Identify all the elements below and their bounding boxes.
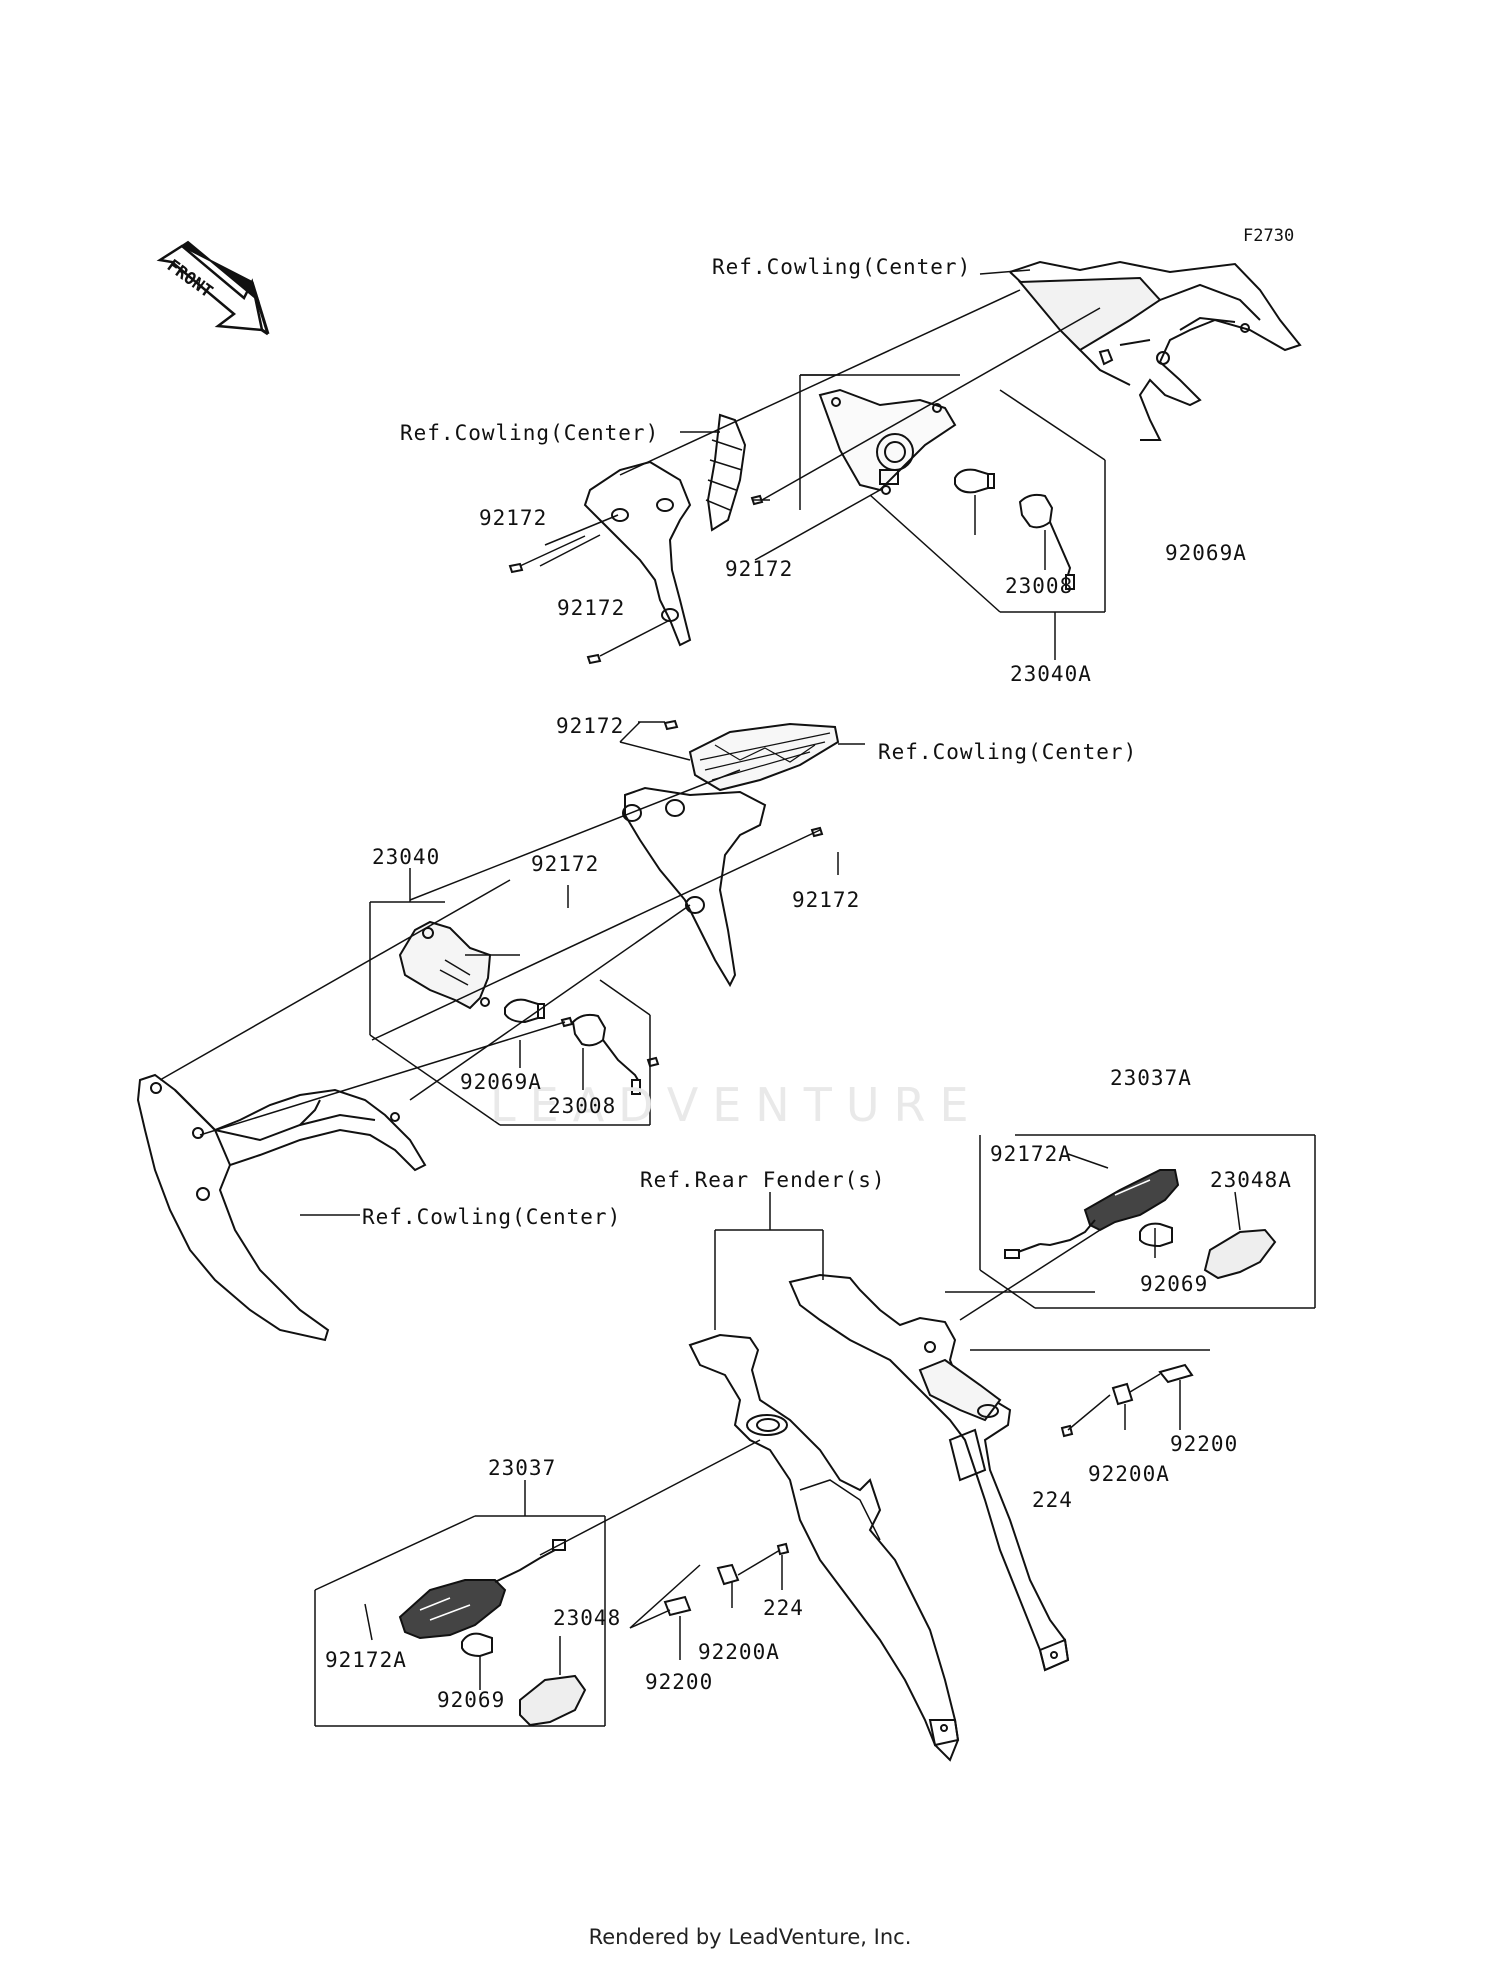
watermark: LEADVENTURE: [490, 1078, 983, 1132]
rear-fender-left: [688, 1333, 960, 1762]
figure-code: F2730: [1243, 226, 1295, 246]
mid-signal-housing: [398, 920, 492, 1010]
bulb-92069-right-icon: [1139, 1222, 1173, 1248]
label-92200-right[interactable]: 92200: [1170, 1432, 1239, 1456]
front-arrow-icon: [156, 240, 270, 336]
lower-cowling-shape: [136, 1073, 427, 1342]
mid-leader-lines: [159, 721, 865, 1216]
label-92172-e[interactable]: 92172: [531, 852, 600, 876]
label-92069-right[interactable]: 92069: [1140, 1272, 1209, 1296]
signal-23037-icon: [398, 1539, 566, 1640]
label-92172-c[interactable]: 92172: [557, 596, 626, 620]
label-92069A-upper[interactable]: 92069A: [1165, 541, 1247, 565]
front-label: FRONT: [163, 256, 216, 302]
screw-icons-top: [508, 348, 1114, 665]
lens-23048A-icon: [1203, 1228, 1277, 1280]
label-ref-cowling-center-1[interactable]: Ref.Cowling(Center): [712, 255, 972, 279]
top-grille: [705, 413, 747, 532]
rear-fender-right: [788, 1273, 1070, 1672]
lens-23048-icon: [519, 1674, 587, 1727]
screw-224-icons: [776, 1424, 1074, 1556]
label-23048[interactable]: 23048: [553, 1606, 622, 1630]
label-23040A[interactable]: 23040A: [1010, 662, 1092, 686]
top-signal-housing: [818, 388, 957, 495]
label-ref-cowling-center-2[interactable]: Ref.Cowling(Center): [400, 421, 660, 445]
footer-credit: Rendered by LeadVenture, Inc.: [588, 1925, 912, 1949]
label-92172-b[interactable]: 92172: [725, 557, 794, 581]
label-23048A[interactable]: 23048A: [1210, 1168, 1292, 1192]
label-224-right[interactable]: 224: [1032, 1488, 1073, 1512]
signal-23037A-icon: [1004, 1169, 1180, 1259]
mid-bracket: [622, 786, 767, 988]
socket-23008-lower-icon: [571, 1013, 641, 1095]
label-ref-cowling-center-4[interactable]: Ref.Cowling(Center): [362, 1205, 622, 1229]
bulb-92069-left-icon: [461, 1632, 493, 1658]
label-ref-cowling-center-3[interactable]: Ref.Cowling(Center): [878, 740, 1138, 764]
label-92172A-left[interactable]: 92172A: [325, 1648, 407, 1672]
bottom-leader-lines: [314, 1134, 1316, 1727]
plate-92200-icons: [663, 1363, 1194, 1617]
label-ref-rear-fender[interactable]: Ref.Rear Fender(s): [640, 1168, 886, 1192]
label-23040[interactable]: 23040: [372, 845, 441, 869]
label-23037[interactable]: 23037: [488, 1456, 557, 1480]
label-23037A[interactable]: 23037A: [1110, 1066, 1192, 1090]
front-label-svg: FRONT: [163, 256, 216, 302]
bulb-92069A-upper-icon: [954, 468, 995, 494]
label-23008-upper[interactable]: 23008: [1005, 574, 1074, 598]
label-92200A-mid[interactable]: 92200A: [698, 1640, 780, 1664]
screw-icons-mid: [560, 719, 824, 1068]
label-92172-f[interactable]: 92172: [792, 888, 861, 912]
label-23008-lower[interactable]: 23008: [548, 1094, 617, 1118]
label-92172-d[interactable]: 92172: [556, 714, 625, 738]
label-224-mid[interactable]: 224: [763, 1596, 804, 1620]
top-bracket: [583, 460, 692, 647]
label-92200-mid[interactable]: 92200: [645, 1670, 714, 1694]
mid-grille: [688, 722, 840, 792]
upper-cowling-shape: [1009, 260, 1302, 441]
label-92069A-lower[interactable]: 92069A: [460, 1070, 542, 1094]
label-92200A-right[interactable]: 92200A: [1088, 1462, 1170, 1486]
label-92069-left[interactable]: 92069: [437, 1688, 506, 1712]
socket-23008-upper-icon: [1018, 493, 1075, 590]
label-92172A-right[interactable]: 92172A: [990, 1142, 1072, 1166]
label-92172-a[interactable]: 92172: [479, 506, 548, 530]
top-leader-lines: [519, 269, 1106, 660]
